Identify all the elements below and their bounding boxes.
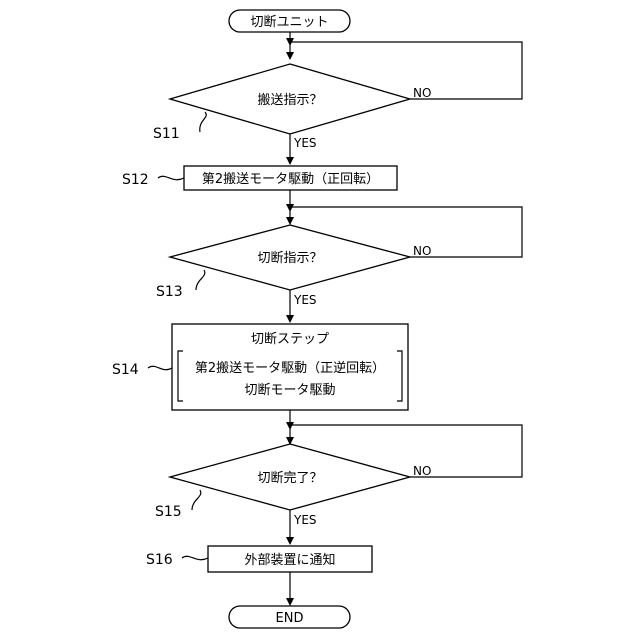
step-label-s11: S11 (153, 126, 180, 142)
process-s14-line1: 第2搬送モータ駆動（正逆回転） (195, 360, 385, 376)
step-label-s13: S13 (156, 284, 183, 300)
leader-s16 (182, 556, 208, 559)
step-label-s14: S14 (112, 362, 139, 378)
no-label-s15: NO (413, 464, 431, 478)
arrowhead (286, 204, 294, 212)
decision-s13-text: 切断指示？ (257, 251, 322, 266)
leader-s13 (196, 270, 205, 290)
start-label: 切断ユニット (250, 15, 328, 30)
step-label-s12: S12 (122, 172, 149, 188)
process-s14-title: 切断ステップ (251, 332, 329, 347)
no-label-s13: NO (413, 244, 431, 258)
leader-s14 (148, 366, 172, 369)
arrowhead (286, 157, 294, 165)
decision-s15-text: 切断完了？ (257, 471, 322, 486)
process-s16-text: 外部装置に通知 (244, 552, 335, 568)
decision-s11-text: 搬送指示？ (257, 93, 322, 108)
arrowhead (286, 52, 294, 60)
leader-s11 (200, 112, 206, 132)
yes-label-s11: YES (293, 136, 317, 150)
arrowhead (286, 598, 294, 606)
no-label-s11: NO (413, 86, 431, 100)
arrowhead (286, 537, 294, 545)
step-label-s15: S15 (155, 504, 182, 520)
process-s14-line2: 切断モータ駆動 (244, 383, 335, 398)
leader-s12 (158, 176, 184, 179)
arrowhead (286, 315, 294, 323)
arrowhead (286, 422, 294, 430)
leader-s15 (192, 490, 201, 510)
arrowhead (286, 217, 294, 225)
end-label: END (276, 611, 304, 626)
process-s12-text: 第2搬送モータ駆動（正回転） (202, 172, 379, 187)
step-label-s16: S16 (146, 552, 173, 568)
yes-label-s15: YES (293, 513, 317, 527)
yes-label-s13: YES (293, 293, 317, 307)
